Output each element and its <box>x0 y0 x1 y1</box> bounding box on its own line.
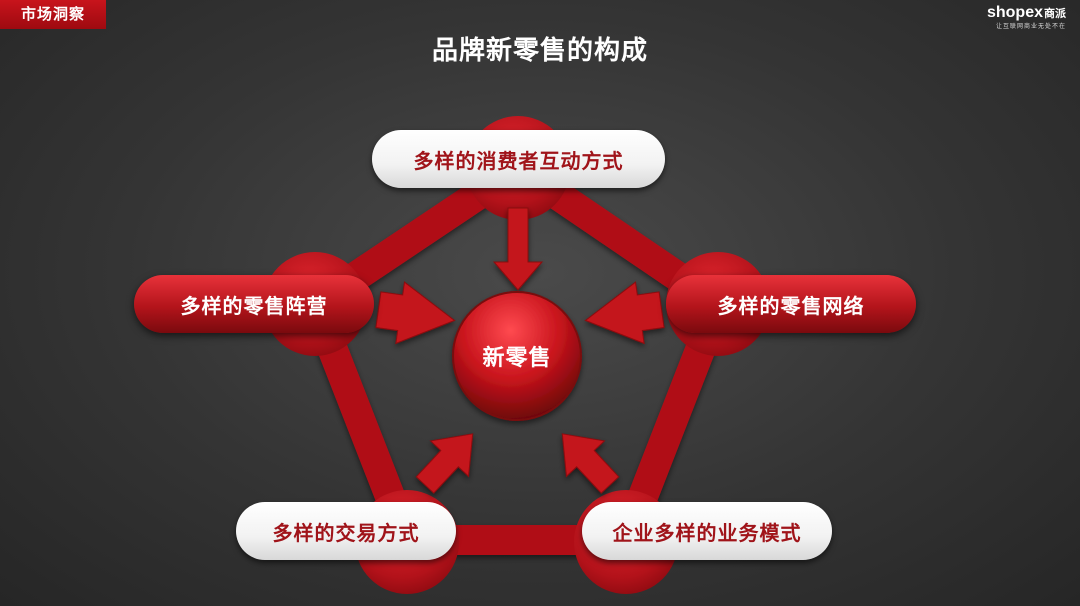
logo-tagline: 让互联网商业无处不在 <box>995 23 1066 30</box>
logo-wordmark: shopex <box>986 4 1043 21</box>
arrow-left-icon <box>375 281 456 345</box>
arrow-bottom-left-icon <box>415 433 474 494</box>
node-bottom-right: 企业多样的业务模式 <box>582 502 832 560</box>
center-label: 新零售 <box>482 346 552 371</box>
node-left: 多样的零售阵营 <box>134 275 374 333</box>
section-tag: 市场洞察 <box>0 0 106 29</box>
shopex-logo: shopex商派 让互联网商业无处不在 <box>987 4 1066 31</box>
node-top: 多样的消费者互动方式 <box>372 130 665 188</box>
arrow-right-icon <box>584 281 665 345</box>
center-circle <box>452 291 582 421</box>
arrow-top-icon <box>492 207 544 291</box>
node-right: 多样的零售网络 <box>666 275 916 333</box>
page-title: 品牌新零售的构成 <box>431 36 648 66</box>
arrow-bottom-right-icon <box>561 433 620 494</box>
logo-cn: 商派 <box>1044 8 1066 20</box>
node-bottom-left: 多样的交易方式 <box>236 502 456 560</box>
